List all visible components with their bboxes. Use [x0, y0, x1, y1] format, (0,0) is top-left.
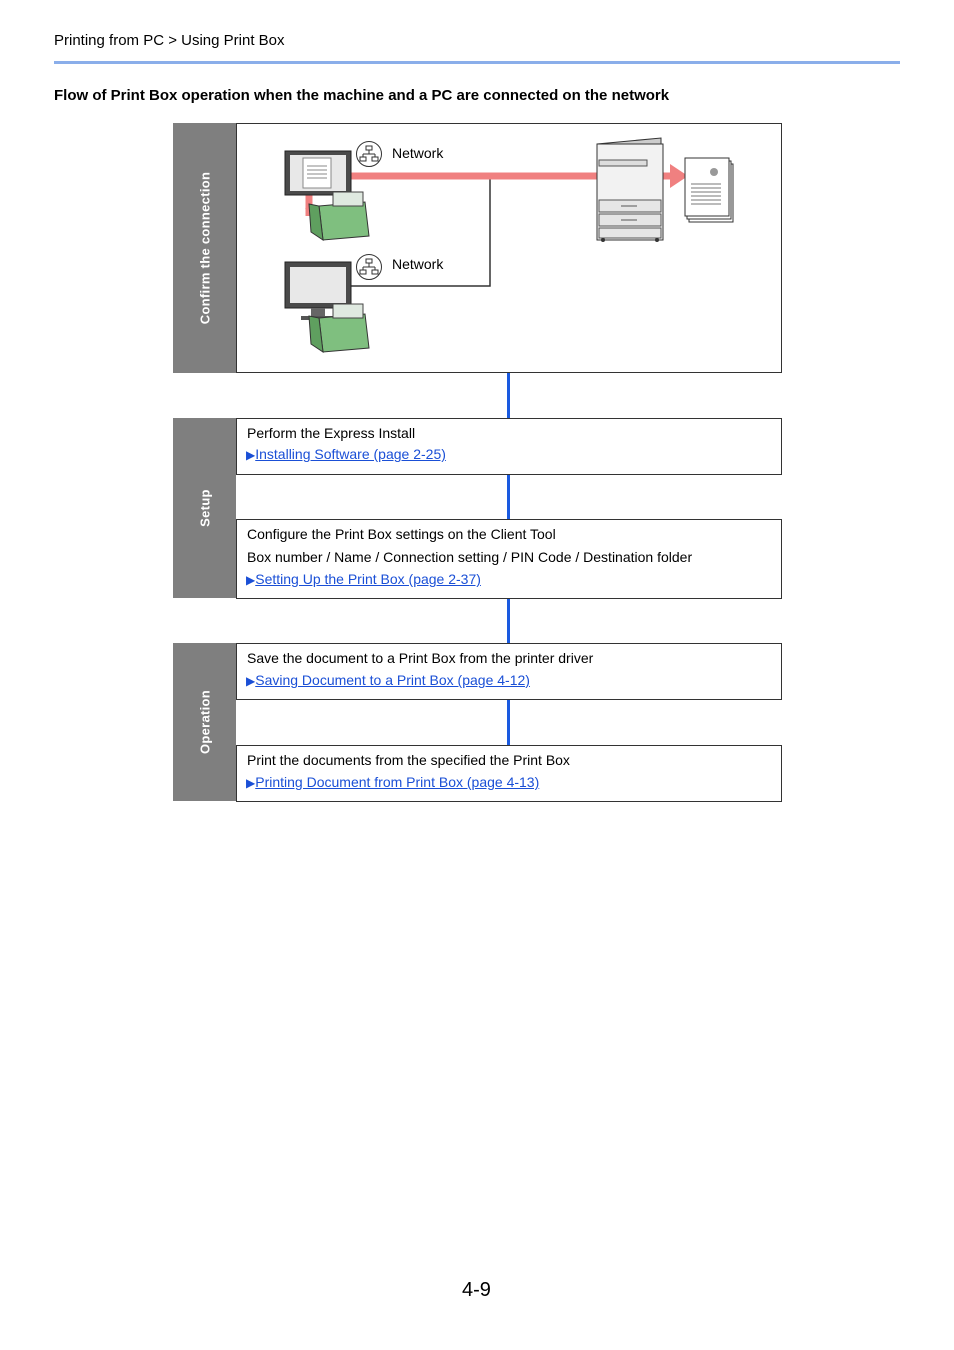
step-link-row: ▶Installing Software (page 2-25): [246, 446, 446, 462]
printed-documents-icon: [685, 158, 733, 222]
step-link-row: ▶Setting Up the Print Box (page 2-37): [246, 571, 481, 587]
breadcrumb: Printing from PC > Using Print Box: [54, 32, 285, 49]
sidebar-label-confirm: Confirm the connection: [197, 172, 212, 325]
network-label-upper: Network: [392, 145, 443, 161]
print-box-folder-upper-icon: [309, 192, 369, 240]
network-icon: [356, 254, 382, 280]
link-saving-document[interactable]: Saving Document to a Print Box (page 4-1…: [255, 672, 530, 688]
flow-connector: [507, 373, 510, 418]
sidebar-confirm-connection: Confirm the connection: [173, 123, 236, 373]
flow-connector: [507, 599, 510, 643]
link-setting-up-print-box[interactable]: Setting Up the Print Box (page 2-37): [255, 571, 481, 587]
link-arrow-icon: ▶: [246, 448, 255, 462]
link-arrow-icon: ▶: [246, 573, 255, 587]
flow-connector: [507, 700, 510, 745]
sidebar-operation: Operation: [173, 643, 236, 801]
link-installing-software[interactable]: Installing Software (page 2-25): [255, 446, 446, 462]
step-configure-print-box: Configure the Print Box settings on the …: [236, 519, 782, 599]
sidebar-label-setup: Setup: [197, 489, 212, 527]
header-divider: [54, 61, 900, 64]
flow-connector: [507, 475, 510, 519]
link-arrow-icon: ▶: [246, 776, 255, 790]
step-text: Configure the Print Box settings on the …: [247, 526, 556, 542]
network-diagram: [237, 124, 781, 372]
network-diagram-panel: Network Network: [236, 123, 782, 373]
step-link-row: ▶Printing Document from Print Box (page …: [246, 774, 539, 790]
section-title: Flow of Print Box operation when the mac…: [54, 87, 669, 104]
pc-monitor-upper-icon: [285, 151, 351, 195]
network-label-lower: Network: [392, 256, 443, 272]
printer-machine-icon: [597, 138, 663, 242]
page-number: 4-9: [462, 1279, 491, 1302]
sidebar-setup: Setup: [173, 418, 236, 598]
step-text: Save the document to a Print Box from th…: [247, 650, 593, 666]
link-arrow-icon: ▶: [246, 674, 255, 688]
sidebar-label-operation: Operation: [197, 690, 212, 754]
step-express-install: Perform the Express Install ▶Installing …: [236, 418, 782, 475]
step-text: Perform the Express Install: [247, 425, 415, 441]
step-link-row: ▶Saving Document to a Print Box (page 4-…: [246, 672, 530, 688]
step-detail-text: Box number / Name / Connection setting /…: [247, 549, 692, 565]
link-printing-document[interactable]: Printing Document from Print Box (page 4…: [255, 774, 539, 790]
step-save-document: Save the document to a Print Box from th…: [236, 643, 782, 700]
network-icon: [356, 141, 382, 167]
step-print-documents: Print the documents from the specified t…: [236, 745, 782, 802]
step-text: Print the documents from the specified t…: [247, 752, 570, 768]
